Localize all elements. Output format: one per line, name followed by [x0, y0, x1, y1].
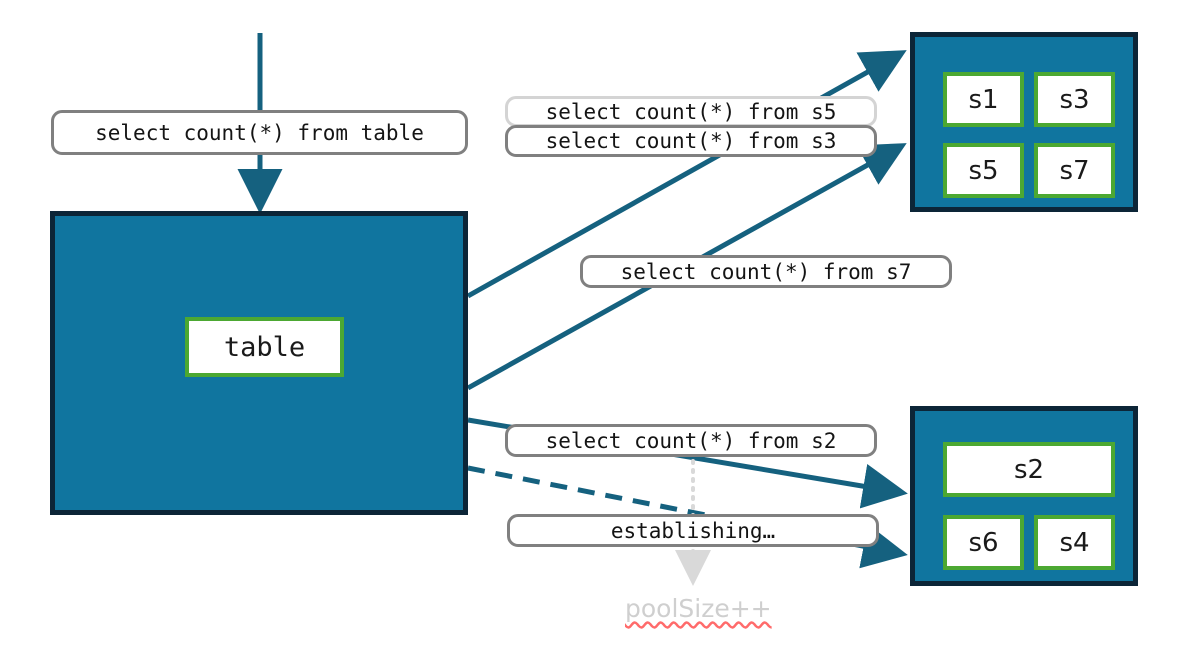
node-s5[interactable]: s5 [943, 143, 1024, 198]
node-s1[interactable]: s1 [943, 72, 1024, 127]
node-s6[interactable]: s6 [943, 515, 1024, 570]
poolsize-annotation-text: poolSize++ [625, 594, 772, 623]
node-table[interactable]: table [185, 317, 344, 377]
node-s2[interactable]: s2 [943, 442, 1115, 497]
node-s3[interactable]: s3 [1034, 72, 1115, 127]
server-group-bottom[interactable]: s2 s6 s4 [910, 406, 1138, 586]
table-container[interactable]: table [50, 211, 468, 515]
query-label-s2[interactable]: select count(*) from s2 [505, 424, 877, 457]
node-s7[interactable]: s7 [1034, 143, 1115, 198]
query-label-s5[interactable]: select count(*) from s5 [505, 96, 877, 127]
poolsize-annotation: poolSize++ [625, 594, 772, 623]
query-label-establishing[interactable]: establishing… [507, 514, 879, 547]
server-group-top[interactable]: s1 s3 s5 s7 [910, 32, 1138, 212]
node-s4[interactable]: s4 [1034, 515, 1115, 570]
query-label-s3[interactable]: select count(*) from s3 [505, 125, 877, 157]
query-label-entry[interactable]: select count(*) from table [51, 110, 468, 155]
query-label-s7[interactable]: select count(*) from s7 [580, 255, 952, 288]
